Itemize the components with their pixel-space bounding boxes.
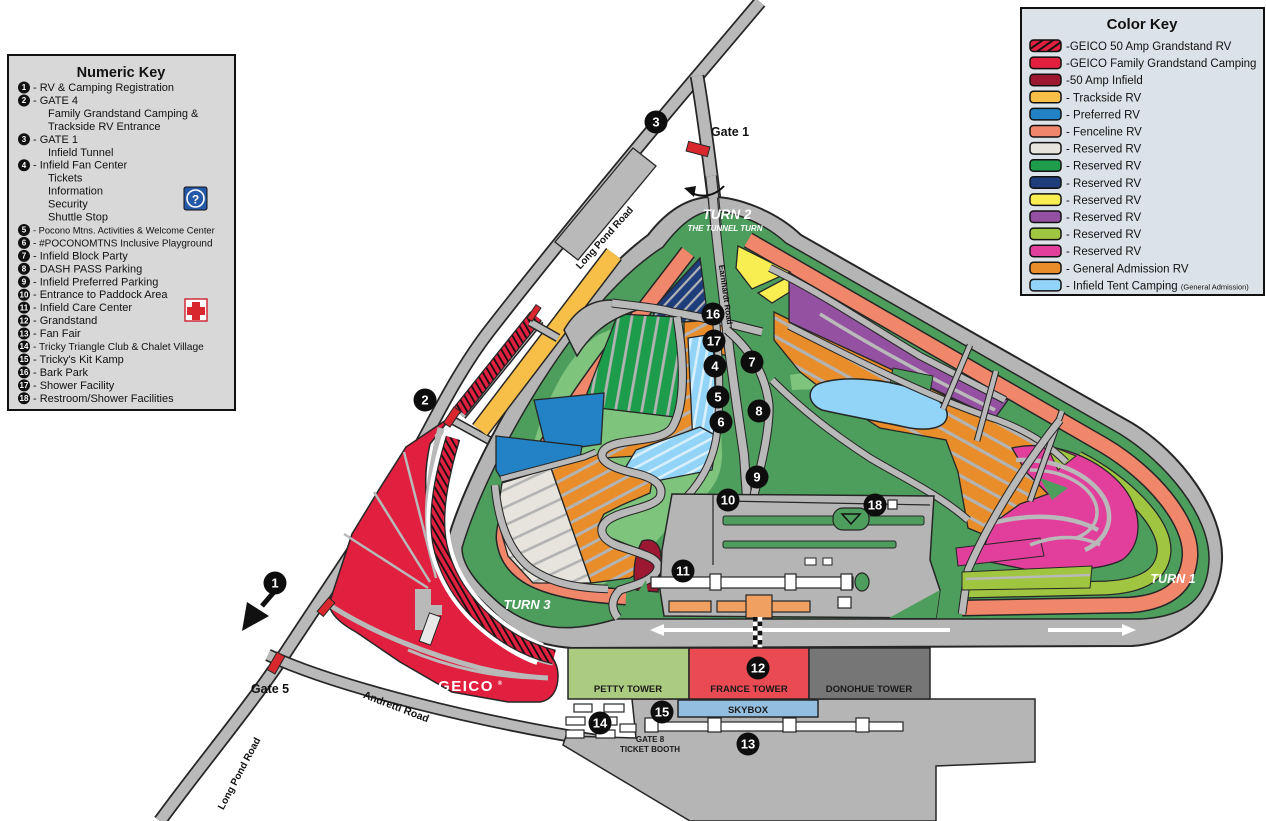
svg-text:Security: Security bbox=[48, 199, 88, 211]
svg-text:13: 13 bbox=[20, 329, 29, 338]
svg-text:?: ? bbox=[192, 193, 199, 207]
svg-text:9: 9 bbox=[22, 277, 27, 286]
svg-text:6: 6 bbox=[22, 239, 27, 248]
svg-text:Infield Tunnel: Infield Tunnel bbox=[48, 147, 113, 159]
svg-text:10: 10 bbox=[721, 493, 735, 508]
svg-text:- Infield Tent Camping (Genera: - Infield Tent Camping (General Admissio… bbox=[1066, 280, 1249, 292]
svg-text:TURN 2: TURN 2 bbox=[703, 207, 752, 222]
svg-text:- Reserved RV: - Reserved RV bbox=[1066, 229, 1142, 241]
svg-text:DONOHUE TOWER: DONOHUE TOWER bbox=[826, 684, 913, 695]
svg-text:17: 17 bbox=[707, 334, 721, 349]
svg-text:8: 8 bbox=[22, 265, 27, 274]
svg-text:- Reserved RV: - Reserved RV bbox=[1066, 144, 1142, 156]
svg-text:Numeric Key: Numeric Key bbox=[77, 65, 166, 81]
svg-text:THE TUNNEL TURN: THE TUNNEL TURN bbox=[688, 224, 763, 233]
svg-text:1: 1 bbox=[271, 576, 278, 591]
svg-text:- RV & Camping Registration: - RV & Camping Registration bbox=[33, 82, 174, 94]
svg-text:2: 2 bbox=[22, 96, 27, 105]
svg-text:7: 7 bbox=[748, 355, 755, 370]
svg-text:18: 18 bbox=[868, 498, 882, 513]
svg-text:13: 13 bbox=[741, 737, 755, 752]
svg-text:5: 5 bbox=[22, 226, 27, 235]
svg-text:- Entrance to Paddock Area: - Entrance to Paddock Area bbox=[33, 289, 168, 301]
svg-text:-50 Amp Infield: -50 Amp Infield bbox=[1066, 75, 1143, 87]
svg-text:- DASH PASS Parking: - DASH PASS Parking bbox=[33, 263, 142, 275]
svg-text:Family Grandstand Camping &: Family Grandstand Camping & bbox=[48, 108, 199, 120]
svg-text:- Bark Park: - Bark Park bbox=[33, 367, 89, 379]
svg-text:9: 9 bbox=[753, 470, 760, 485]
svg-text:Tickets: Tickets bbox=[48, 173, 83, 185]
svg-text:4: 4 bbox=[22, 161, 27, 170]
svg-text:7: 7 bbox=[22, 252, 27, 261]
svg-text:Trackside RV Entrance: Trackside RV Entrance bbox=[48, 121, 161, 133]
svg-text:PETTY TOWER: PETTY TOWER bbox=[594, 684, 662, 695]
svg-text:14: 14 bbox=[593, 716, 608, 731]
svg-text:- Infield Block Party: - Infield Block Party bbox=[33, 250, 128, 262]
svg-text:3: 3 bbox=[22, 135, 27, 144]
svg-text:- Infield Fan Center: - Infield Fan Center bbox=[33, 160, 127, 172]
svg-text:- Reserved RV: - Reserved RV bbox=[1066, 178, 1142, 190]
svg-text:15: 15 bbox=[20, 355, 29, 364]
svg-text:- Restroom/Shower Facilities: - Restroom/Shower Facilities bbox=[33, 393, 174, 405]
svg-text:- Tricky Triangle Club & Chale: - Tricky Triangle Club & Chalet Village bbox=[33, 342, 204, 353]
svg-text:12: 12 bbox=[20, 316, 29, 325]
svg-text:Color Key: Color Key bbox=[1107, 16, 1179, 33]
svg-text:4: 4 bbox=[711, 359, 719, 374]
svg-text:3: 3 bbox=[652, 115, 659, 130]
svg-text:18: 18 bbox=[20, 394, 29, 403]
svg-text:17: 17 bbox=[20, 381, 29, 390]
svg-text:- Reserved RV: - Reserved RV bbox=[1066, 195, 1142, 207]
svg-text:- Infield Preferred Parking: - Infield Preferred Parking bbox=[33, 276, 158, 288]
svg-text:- Trackside RV: - Trackside RV bbox=[1066, 92, 1142, 104]
svg-text:TICKET BOOTH: TICKET BOOTH bbox=[620, 745, 680, 754]
svg-text:- Reserved RV: - Reserved RV bbox=[1066, 246, 1142, 258]
svg-text:- GATE 4: - GATE 4 bbox=[33, 95, 78, 107]
svg-text:TURN 1: TURN 1 bbox=[1150, 572, 1195, 586]
svg-text:GATE 8: GATE 8 bbox=[636, 735, 665, 744]
svg-text:- Tricky's Kit Kamp: - Tricky's Kit Kamp bbox=[33, 354, 124, 366]
svg-text:12: 12 bbox=[751, 661, 765, 676]
svg-text:10: 10 bbox=[20, 290, 29, 299]
svg-text:- Fan Fair: - Fan Fair bbox=[33, 328, 81, 340]
svg-text:- Preferred RV: - Preferred RV bbox=[1066, 109, 1140, 121]
svg-text:Information: Information bbox=[48, 186, 103, 198]
svg-text:- Grandstand: - Grandstand bbox=[33, 315, 97, 327]
svg-text:1: 1 bbox=[22, 83, 27, 92]
svg-text:-GEICO Family Grandstand Campi: -GEICO Family Grandstand Camping bbox=[1066, 58, 1256, 70]
svg-text:15: 15 bbox=[655, 705, 669, 720]
svg-text:TURN 3: TURN 3 bbox=[504, 597, 552, 612]
svg-text:- Shower Facility: - Shower Facility bbox=[33, 380, 115, 392]
svg-text:- GATE 1: - GATE 1 bbox=[33, 134, 78, 146]
svg-text:GEICO: GEICO bbox=[438, 678, 494, 695]
svg-text:2: 2 bbox=[421, 393, 428, 408]
svg-text:8: 8 bbox=[755, 404, 762, 419]
svg-text:- Infield Care Center: - Infield Care Center bbox=[33, 302, 132, 314]
svg-text:-GEICO 50 Amp Grandstand RV: -GEICO 50 Amp Grandstand RV bbox=[1066, 41, 1232, 53]
svg-text:- Fenceline RV: - Fenceline RV bbox=[1066, 127, 1142, 139]
svg-text:16: 16 bbox=[20, 368, 29, 377]
svg-text:11: 11 bbox=[676, 564, 690, 579]
svg-text:11: 11 bbox=[20, 303, 29, 312]
svg-text:SKYBOX: SKYBOX bbox=[728, 705, 769, 716]
svg-text:- #POCONOMTNS Inclusive Playgr: - #POCONOMTNS Inclusive Playground bbox=[33, 238, 213, 249]
svg-text:Gate 1: Gate 1 bbox=[711, 125, 749, 139]
svg-text:14: 14 bbox=[20, 342, 29, 351]
svg-text:- General Admission RV: - General Admission RV bbox=[1066, 263, 1189, 275]
svg-text:6: 6 bbox=[717, 415, 724, 430]
svg-text:- Pocono Mtns. Activities & We: - Pocono Mtns. Activities & Welcome Cent… bbox=[33, 225, 215, 235]
svg-text:®: ® bbox=[498, 680, 503, 687]
svg-text:- Reserved RV: - Reserved RV bbox=[1066, 161, 1142, 173]
svg-text:Gate 5: Gate 5 bbox=[251, 682, 289, 696]
svg-text:16: 16 bbox=[706, 307, 720, 322]
svg-text:5: 5 bbox=[714, 390, 721, 405]
svg-text:FRANCE TOWER: FRANCE TOWER bbox=[710, 684, 788, 695]
svg-text:Shuttle Stop: Shuttle Stop bbox=[48, 212, 108, 224]
svg-text:- Reserved RV: - Reserved RV bbox=[1066, 212, 1142, 224]
